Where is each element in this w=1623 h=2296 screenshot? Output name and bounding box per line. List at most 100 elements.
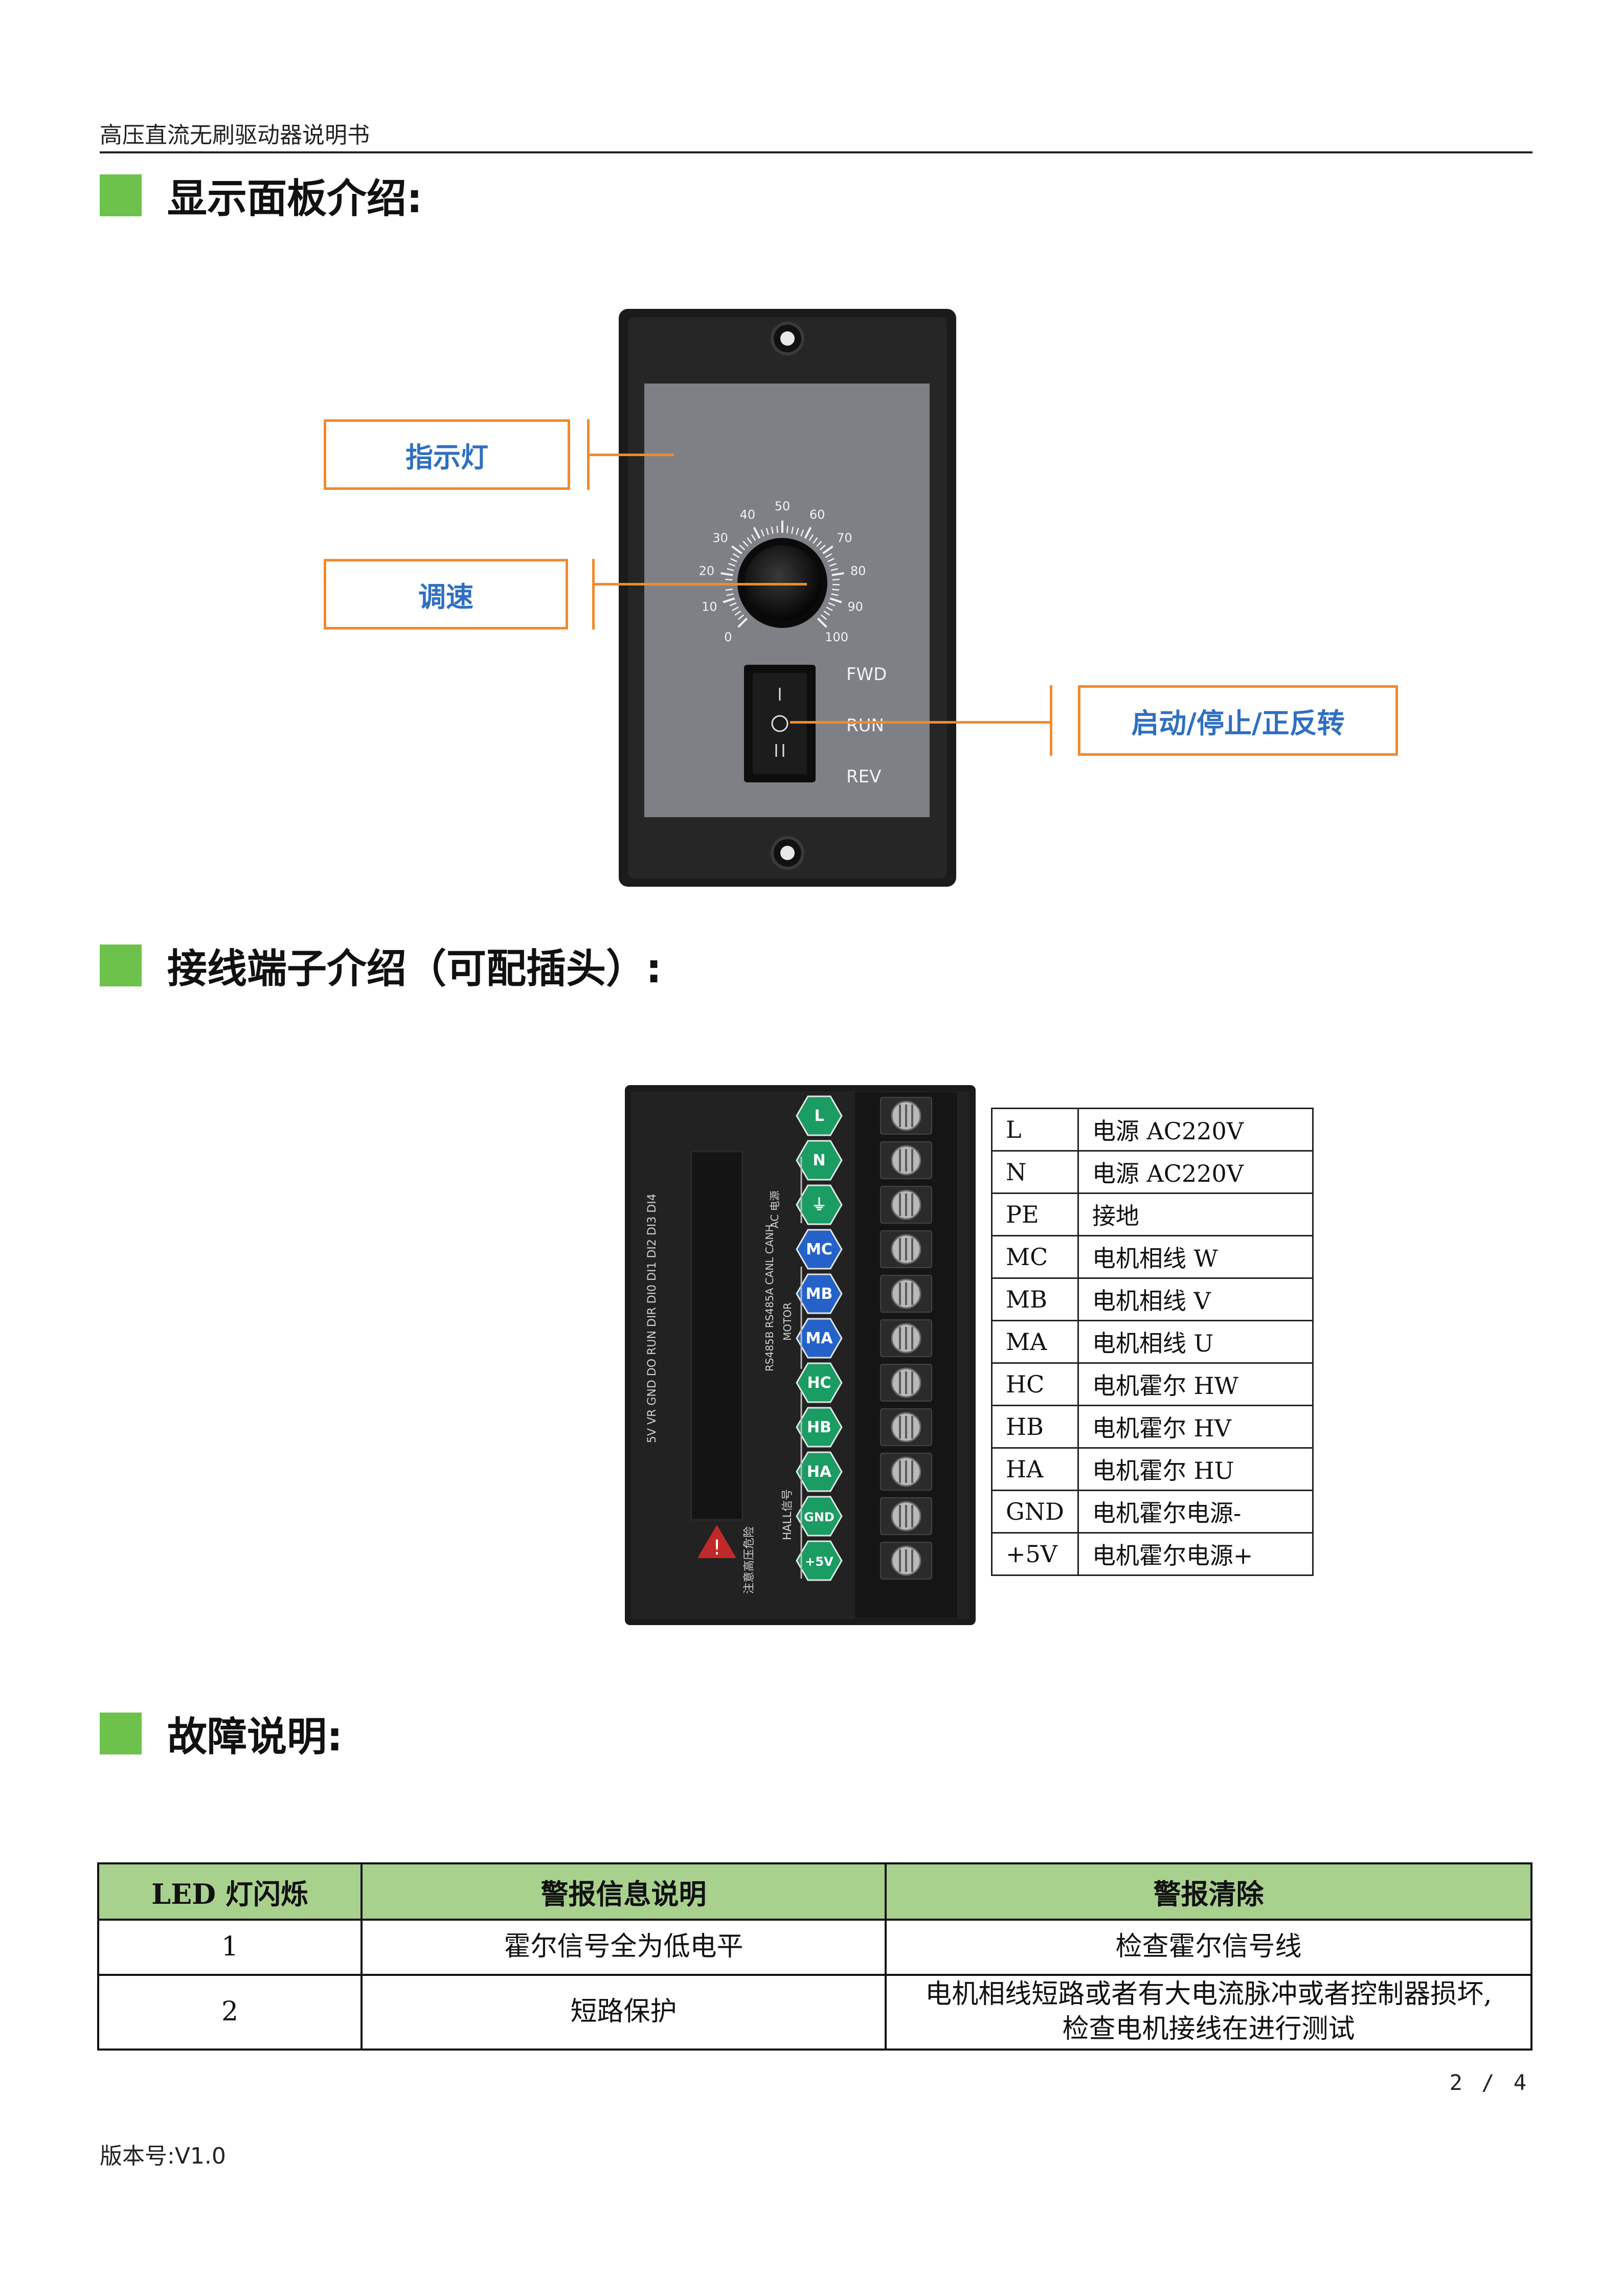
terminal-badge-label: HC: [807, 1374, 831, 1392]
dial-tick: [742, 541, 749, 547]
fault-info: 短路保护: [360, 1974, 887, 2051]
dial-tick: [827, 558, 835, 562]
terminal-badge: [796, 1273, 843, 1314]
dial-number: 50: [775, 499, 791, 513]
terminal-description: 电机相线 V: [1077, 1277, 1314, 1321]
dial-tick: [737, 614, 745, 620]
terminal-pin: HB: [991, 1405, 1079, 1449]
dial-number: 90: [847, 599, 863, 614]
dial-tick: [831, 572, 844, 576]
callout-switch: 启动/停止/正反转: [1078, 685, 1398, 756]
terminal-badge-label: ⏚: [812, 1196, 827, 1214]
dial-tick: [796, 528, 799, 535]
terminal-pin: N: [991, 1150, 1079, 1194]
dial-tick: [771, 526, 774, 534]
dial-tick: [820, 614, 827, 620]
dial-tick: [829, 562, 837, 567]
terminal-row: HB: [796, 1407, 932, 1448]
dial-tick: [828, 602, 836, 606]
section-title: 显示面板介绍:: [167, 176, 423, 222]
terminal-badge-label: +5V: [805, 1555, 833, 1569]
section-marker: [100, 944, 142, 986]
led-window: [690, 1151, 743, 1521]
section-terminals: 接线端子介绍（可配插头）:: [100, 942, 662, 992]
dial-tick: [765, 528, 769, 535]
header-divider: [100, 151, 1532, 153]
terminal-description: 电源 AC220V: [1077, 1150, 1314, 1194]
section-title: 接线端子介绍（可配插头）:: [167, 946, 662, 992]
table-row: 1 霍尔信号全为低电平 检查霍尔信号线: [97, 1919, 1532, 1976]
switch-label-run: RUN: [846, 715, 884, 736]
section-title: 故障说明:: [167, 1714, 343, 1760]
dial-number: 40: [740, 507, 756, 522]
section-display-panel: 显示面板介绍:: [100, 172, 422, 222]
warning-icon: [697, 1525, 736, 1558]
page-number: 2 / 4: [1449, 2070, 1529, 2095]
callout-indicator: 指示灯: [324, 419, 570, 490]
terminal-row: MB: [796, 1273, 932, 1314]
dial-number: 70: [837, 531, 852, 545]
table-row: 2 短路保护 电机相线短路或者有大电流脉冲或者控制器损坏,检查电机接线在进行测试: [97, 1974, 1532, 2051]
terminal-pin: MC: [991, 1235, 1079, 1279]
dial-tick: [747, 537, 752, 544]
dial-number: 0: [724, 630, 732, 644]
terminal-description: 电机相线 W: [1077, 1235, 1314, 1279]
terminal-pin: L: [991, 1108, 1079, 1152]
group-label-ac: AC 电源: [769, 1190, 781, 1228]
dial-tick: [737, 617, 748, 628]
terminal-description: 电机霍尔 HU: [1077, 1447, 1314, 1491]
dial-tick: [728, 562, 736, 567]
terminal-description: 接地: [1077, 1192, 1314, 1236]
terminal-pin: MB: [991, 1277, 1079, 1321]
dial-tick: [727, 568, 734, 571]
terminal-badge-label: N: [813, 1152, 825, 1169]
fault-led-count: 1: [97, 1919, 363, 1976]
fault-info: 霍尔信号全为低电平: [360, 1919, 887, 1976]
terminal-badge: [796, 1095, 843, 1136]
callout-bracket: [1050, 685, 1052, 756]
fault-header-info: 警报信息说明: [360, 1862, 887, 1921]
terminal-description: 电机霍尔电源-: [1077, 1490, 1314, 1534]
dial-tick: [816, 541, 822, 547]
dial-tick: [725, 589, 733, 591]
group-label-motor: MOTOR: [781, 1302, 794, 1341]
terminal-badge: [796, 1229, 843, 1270]
dial-tick: [822, 545, 833, 555]
dial-number: 30: [712, 531, 728, 545]
switch-stop-mark: [771, 715, 788, 732]
dial-tick: [739, 544, 746, 551]
callout-leader: [588, 454, 674, 456]
callout-speed: 调速: [324, 559, 568, 629]
terminal-badge: [796, 1407, 843, 1448]
terminal-pin: HA: [991, 1447, 1079, 1491]
dial-tick: [732, 606, 739, 612]
dial-tick: [720, 572, 733, 576]
dial-tick: [729, 602, 737, 606]
callout-leader: [593, 583, 807, 586]
dial-tick: [800, 529, 804, 537]
dial-tick: [825, 553, 832, 558]
fault-clear: 检查霍尔信号线: [885, 1919, 1532, 1976]
dial-tick: [829, 597, 842, 603]
fault-header-clear: 警报清除: [885, 1862, 1532, 1921]
terminal-row: HC: [796, 1362, 932, 1403]
terminal-badge-label: HA: [807, 1463, 832, 1481]
dial-tick: [804, 527, 812, 539]
terminal-badge-label: MC: [806, 1241, 832, 1258]
dial-scale: [720, 521, 844, 628]
terminal-row: N: [796, 1140, 932, 1181]
svg-text:!: !: [713, 1536, 721, 1560]
terminal-badge: [796, 1451, 843, 1492]
terminal-badge-label: MB: [806, 1285, 833, 1303]
terminal-row: ⏚: [796, 1184, 932, 1225]
dial-tick: [723, 597, 735, 603]
dial-tick: [732, 553, 740, 558]
switch-label-rev: REV: [846, 767, 881, 787]
